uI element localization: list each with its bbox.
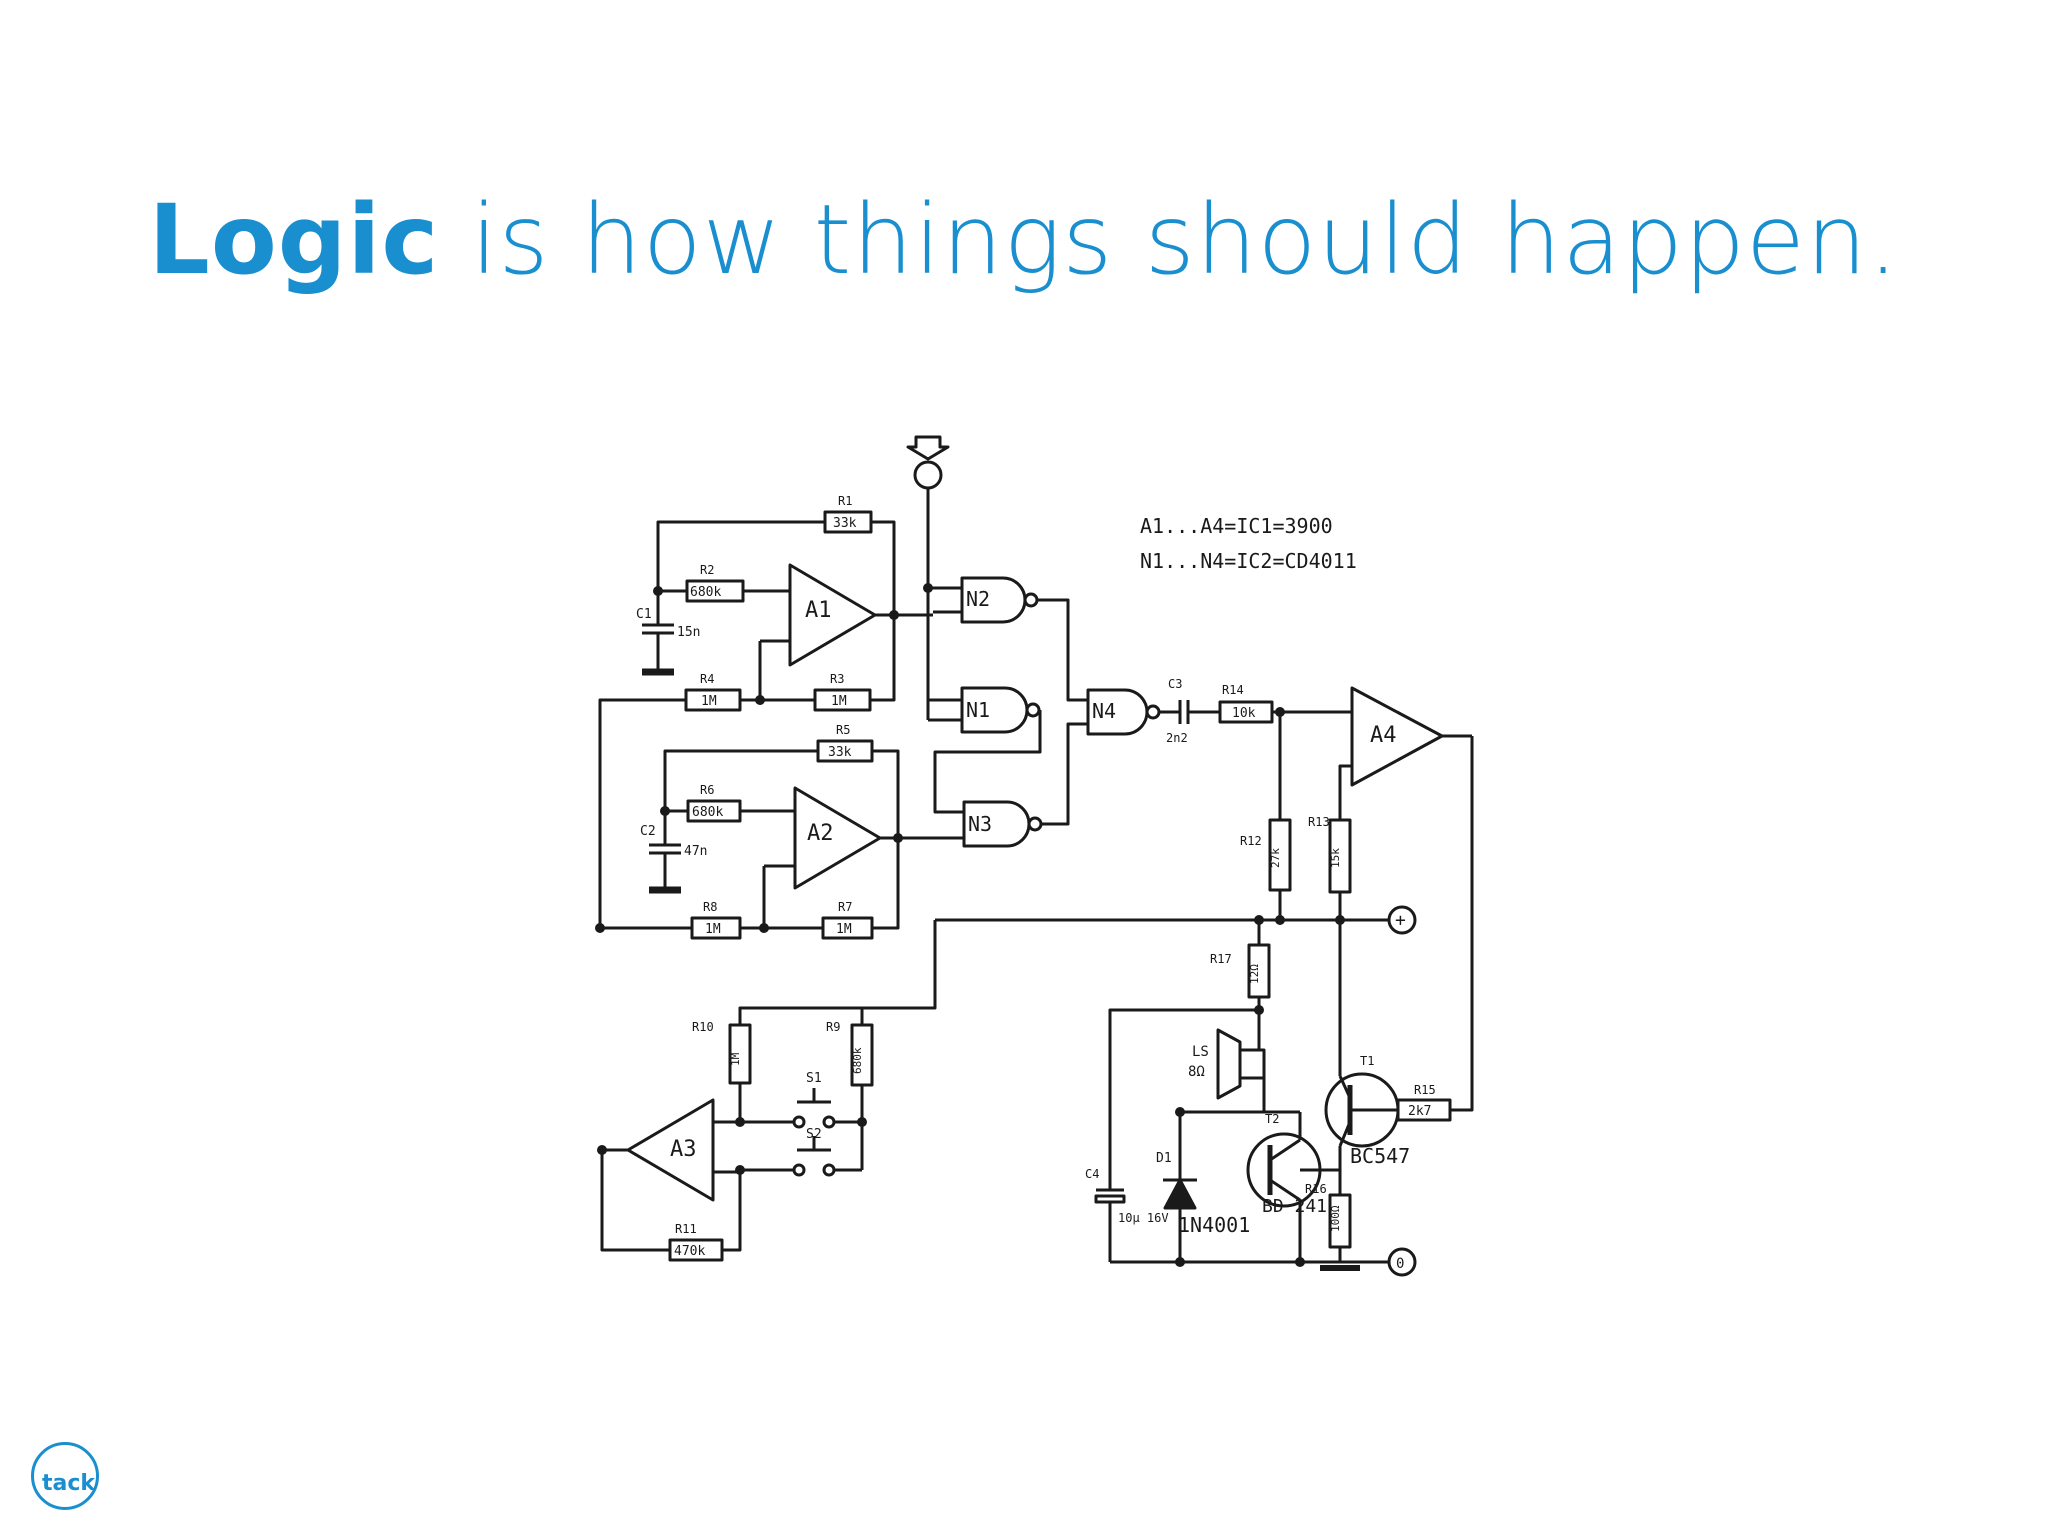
resistor-r1	[823, 510, 873, 534]
svg-text:R1: R1	[838, 494, 852, 508]
tack-logo: tack	[31, 1442, 99, 1510]
label-n2: N2	[966, 587, 990, 611]
label-a1: A1	[805, 598, 832, 623]
diode-d1	[1163, 1178, 1197, 1210]
speaker-ls	[1238, 1048, 1266, 1080]
label-a2: A2	[807, 821, 834, 846]
value-c3: 2n2	[1166, 731, 1188, 745]
svg-text:R5: R5	[836, 723, 850, 737]
label-zero-terminal: 0	[1396, 1256, 1404, 1272]
resistor-r3	[813, 688, 872, 712]
part-t1: BC547	[1350, 1144, 1410, 1168]
value-c2: 47n	[684, 844, 707, 859]
label-a4: A4	[1370, 723, 1397, 748]
svg-text:R14: R14	[1222, 683, 1244, 697]
logo-text: tack	[42, 1471, 96, 1496]
value-c4: 10µ 16V	[1118, 1211, 1169, 1225]
label-n3: N3	[968, 812, 992, 836]
value-r6: 680k	[692, 805, 723, 820]
value-r15: 2k7	[1408, 1104, 1431, 1119]
label-ls: LS	[1192, 1044, 1209, 1060]
svg-text:C2: C2	[640, 824, 656, 839]
zero-terminal	[1387, 1247, 1417, 1277]
svg-text:R3: R3	[830, 672, 844, 686]
svg-text:R10: R10	[692, 1020, 714, 1034]
resistor-r5	[816, 739, 874, 763]
svg-text:R2: R2	[700, 563, 714, 577]
slide-title: Logic is how things should happen.	[0, 185, 2048, 295]
opamp-a2	[793, 786, 882, 890]
svg-text:R16: R16	[1305, 1182, 1327, 1196]
svg-text:R13: R13	[1308, 815, 1330, 829]
value-r11: 470k	[674, 1244, 705, 1259]
plus-terminal	[1387, 905, 1417, 935]
label-plus-terminal: +	[1395, 910, 1406, 931]
svg-text:C1: C1	[636, 607, 652, 622]
svg-text:R17: R17	[1210, 952, 1232, 966]
svg-text:R8: R8	[703, 900, 717, 914]
label-a3: A3	[670, 1137, 697, 1162]
svg-text:T1: T1	[1360, 1054, 1374, 1068]
value-r12: 27k	[1269, 848, 1282, 868]
input-terminal	[913, 460, 943, 490]
label-s1: S1	[806, 1071, 822, 1086]
svg-text:R15: R15	[1414, 1083, 1436, 1097]
value-r14: 10k	[1232, 706, 1256, 721]
svg-text:R12: R12	[1240, 834, 1262, 848]
value-r10: 1M	[729, 1052, 742, 1066]
svg-text:R4: R4	[700, 672, 714, 686]
svg-text:R7: R7	[838, 900, 852, 914]
label-s2: S2	[806, 1127, 822, 1142]
svg-text:C4: C4	[1085, 1167, 1099, 1181]
opamp-a3	[626, 1098, 715, 1202]
value-r8: 1M	[705, 922, 721, 937]
svg-text:R9: R9	[826, 1020, 840, 1034]
svg-text:T2: T2	[1265, 1112, 1279, 1126]
svg-text:R11: R11	[675, 1222, 697, 1236]
label-n4: N4	[1092, 699, 1116, 723]
title-rest: is how things should happen.	[439, 184, 1900, 296]
part-d1: 1N4001	[1178, 1213, 1250, 1237]
value-r7: 1M	[836, 922, 852, 937]
svg-text:R6: R6	[700, 783, 714, 797]
value-r5: 33k	[828, 745, 852, 760]
svg-text:C3: C3	[1168, 677, 1182, 691]
label-n1: N1	[966, 698, 990, 722]
opamp-a1	[788, 563, 877, 667]
value-r2: 680k	[690, 585, 721, 600]
value-r1: 33k	[833, 516, 857, 531]
title-keyword: Logic	[148, 184, 440, 296]
resistor-r7	[821, 916, 874, 940]
value-ls: 8Ω	[1188, 1064, 1205, 1080]
value-r4: 1M	[701, 694, 717, 709]
input-arrow-icon	[906, 435, 950, 461]
value-c1: 15n	[677, 625, 700, 640]
part-t2: BD 241	[1262, 1196, 1327, 1217]
opamp-a4	[1350, 686, 1444, 787]
value-r17: 12Ω	[1248, 964, 1261, 984]
label-d1: D1	[1156, 1151, 1172, 1166]
value-r9: 680k	[851, 1047, 864, 1074]
resistor-r15	[1396, 1098, 1452, 1122]
note-line-2: N1...N4=IC2=CD4011	[1140, 549, 1357, 573]
note-line-1: A1...A4=IC1=3900	[1140, 514, 1333, 538]
value-r3: 1M	[831, 694, 847, 709]
value-r16: 100Ω	[1329, 1205, 1342, 1232]
value-r13: 15k	[1329, 848, 1342, 868]
